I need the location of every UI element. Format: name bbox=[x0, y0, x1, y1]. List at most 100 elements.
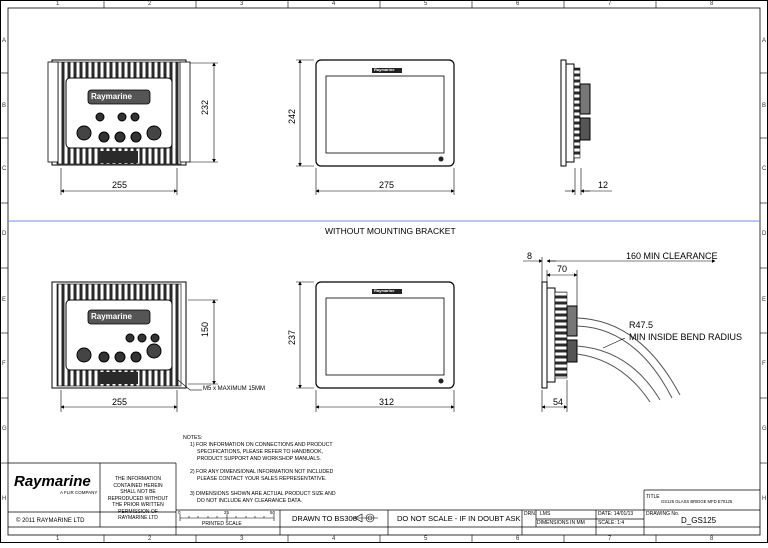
printed-scale-label: PRINTED SCALE bbox=[202, 521, 242, 527]
scale-mark-0: 0 bbox=[178, 510, 181, 515]
grid-row-h-right: H bbox=[762, 496, 767, 502]
dim-top-front-height: 242 bbox=[287, 108, 297, 124]
brand-logo: Raymarine bbox=[14, 473, 91, 490]
grid-col-1: 1 bbox=[56, 1, 60, 7]
note-line-7: DO NOT INCLUDE ANY CLEARANCE DATA. bbox=[197, 498, 303, 504]
dim-bottom-front-height: 237 bbox=[287, 329, 297, 345]
info-line-2: CONTAINED HEREIN bbox=[113, 482, 163, 489]
drawn-to: DRAWN TO BS308 bbox=[292, 514, 357, 523]
bottom-front-view bbox=[315, 281, 455, 389]
grid-col-4: 4 bbox=[332, 1, 336, 7]
top-back-view bbox=[47, 59, 191, 166]
grid-row-a-right: A bbox=[762, 38, 767, 44]
grid-row-c-right: C bbox=[762, 166, 767, 172]
grid-col-3: 3 bbox=[240, 1, 244, 7]
grid-row-d-right: D bbox=[762, 231, 767, 237]
do-not-scale: DO NOT SCALE - IF IN DOUBT ASK bbox=[397, 514, 521, 523]
note-line-1: 1) FOR INFORMATION ON CONNECTIONS AND PR… bbox=[190, 442, 333, 448]
grid-row-c: C bbox=[2, 166, 7, 172]
grid-col-5-bottom: 5 bbox=[424, 536, 428, 542]
drawing-no-label: DRAWING No. bbox=[646, 511, 680, 517]
info-line-7: RAYMARINE LTD bbox=[118, 515, 158, 521]
grid-col-3-bottom: 3 bbox=[240, 536, 244, 542]
projection-symbol-icon bbox=[352, 513, 378, 523]
copyright: © 2011 RAYMARINE LTD bbox=[16, 518, 85, 524]
info-line-3: SHALL NOT BE bbox=[120, 489, 156, 495]
title-label: TITLE bbox=[646, 494, 660, 500]
back-logo-bottom: Raymarine bbox=[91, 312, 132, 321]
dim-depth-70: 70 bbox=[557, 264, 568, 274]
info-notice: THE INFORMATION CONTAINED HEREIN SHALL N… bbox=[100, 476, 176, 522]
dim-top-front-width: 275 bbox=[379, 180, 395, 190]
scale-mark-50: 50 bbox=[270, 510, 276, 515]
section-title: WITHOUT MOUNTING BRACKET bbox=[325, 226, 456, 236]
grid-col-5: 5 bbox=[424, 1, 428, 7]
grid-col-6-bottom: 6 bbox=[516, 536, 520, 542]
grid-row-f-right: F bbox=[762, 361, 766, 367]
top-side-view bbox=[560, 59, 591, 167]
back-logo-top: Raymarine bbox=[91, 92, 132, 101]
grid-row-e-right: E bbox=[762, 297, 767, 303]
note-line-5: PLEASE CONTACT YOUR SALES REPRESENTATIVE… bbox=[197, 476, 327, 482]
drawing-date: DATE: 14/01/13 bbox=[598, 511, 634, 517]
grid-col-2-bottom: 2 bbox=[148, 536, 152, 542]
dim-bezel: 8 bbox=[527, 251, 533, 261]
info-line-4: REPRODUCED WITHOUT bbox=[107, 495, 169, 502]
top-back-dims bbox=[60, 62, 218, 195]
scale-mark-25: 25 bbox=[224, 510, 230, 515]
bend-radius-value: R47.5 bbox=[629, 320, 654, 330]
dim-bottom-back-height: 150 bbox=[200, 321, 210, 337]
front-logo-top: Raymarine bbox=[374, 67, 395, 72]
dim-top-back-width: 255 bbox=[112, 180, 128, 190]
drn-value: LMS bbox=[540, 511, 551, 517]
dim-top-back-height: 232 bbox=[200, 99, 210, 115]
grid-row-f: F bbox=[2, 361, 6, 367]
grid-col-8-bottom: 8 bbox=[710, 536, 714, 542]
grid-row-d: D bbox=[2, 231, 7, 237]
grid-col-6: 6 bbox=[516, 1, 520, 7]
inner-frame bbox=[7, 7, 761, 536]
dim-bottom-front-width: 312 bbox=[379, 397, 395, 407]
grid-row-g: G bbox=[2, 426, 7, 432]
info-line-1: THE INFORMATION bbox=[114, 476, 161, 482]
note-line-2: SPECIFICATIONS, PLEASE REFER TO HANDBOOK… bbox=[197, 449, 323, 455]
clearance-label: 160 MIN CLEARANCE bbox=[626, 251, 718, 261]
grid-row-a: A bbox=[2, 38, 7, 44]
bend-radius-label: MIN INSIDE BEND RADIUS bbox=[629, 332, 743, 342]
drawing-scale: SCALE: 1:4 bbox=[598, 520, 625, 526]
top-front-view bbox=[315, 59, 455, 167]
dim-top-side-depth: 12 bbox=[598, 180, 609, 190]
drawing-no: D_GS125 bbox=[681, 516, 717, 525]
dim-side-54: 54 bbox=[553, 397, 564, 407]
grid-col-2: 2 bbox=[148, 1, 152, 7]
grid-row-e: E bbox=[2, 297, 7, 303]
front-logo-bottom: Raymarine bbox=[374, 288, 395, 293]
note-line-3: PRODUCT SUPPORT AND WORKSHOP MANUALS. bbox=[197, 456, 322, 462]
notes-heading: NOTES: bbox=[183, 435, 203, 441]
grid-col-8: 8 bbox=[710, 1, 714, 7]
bottom-back-dims bbox=[60, 299, 218, 412]
grid-row-g-right: G bbox=[762, 426, 767, 432]
bottom-front-dims bbox=[296, 281, 455, 412]
note-line-6: 3) DIMENSIONS SHOWN ARE ACTUAL PRODUCT S… bbox=[190, 491, 336, 497]
dim-bottom-back-width: 255 bbox=[112, 397, 128, 407]
drn-label: DRN. bbox=[524, 511, 537, 517]
grid-col-7-bottom: 7 bbox=[608, 536, 612, 542]
grid-row-b: B bbox=[2, 103, 7, 109]
top-side-dims bbox=[565, 168, 612, 195]
printed-scale-ruler bbox=[179, 514, 275, 521]
grid-col-4-bottom: 4 bbox=[332, 536, 336, 542]
note-line-4: 2) FOR ANY DIMENSIONAL INFORMATION NOT I… bbox=[190, 469, 334, 475]
bottom-back-view bbox=[51, 281, 187, 389]
title-value: GS125 GLASS BRIDGE MFD E70125 bbox=[661, 499, 733, 504]
title-block-lines bbox=[8, 462, 760, 535]
bottom-side-dims bbox=[523, 257, 716, 412]
info-line-5: THE PRIOR WRITTEN bbox=[112, 502, 164, 508]
grid-row-h: H bbox=[2, 496, 7, 502]
grid-row-b-right: B bbox=[762, 103, 767, 109]
grid-col-7: 7 bbox=[608, 1, 612, 7]
dimensions-unit: DIMENSIONS IN MM bbox=[537, 520, 585, 526]
grid-col-1-bottom: 1 bbox=[56, 536, 60, 542]
